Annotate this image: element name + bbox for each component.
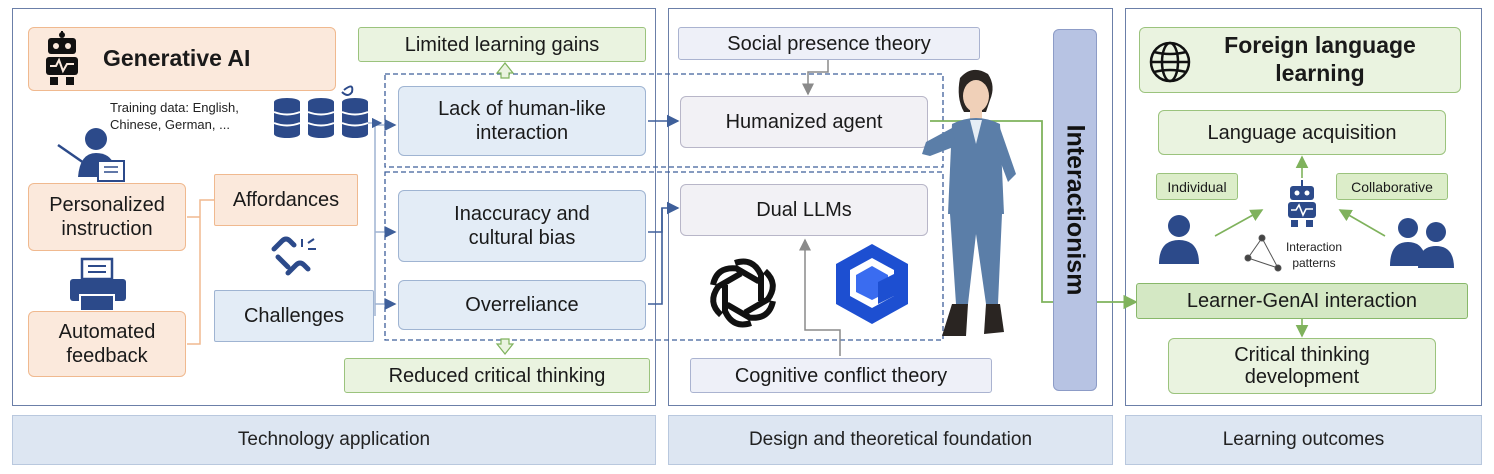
- individual-tag: Individual: [1156, 173, 1238, 200]
- lack-interaction-box: Lack of human-like interaction: [398, 86, 646, 156]
- printer-icon: [70, 257, 126, 312]
- affordances-box: Affordances: [214, 174, 358, 226]
- down-arrow-reduced: [495, 338, 515, 355]
- arrow-to-dual: [648, 201, 680, 233]
- avatar-agent: [922, 69, 1016, 336]
- learner-genai-interaction-box: Learner-GenAI interaction: [1136, 283, 1468, 319]
- language-acquisition-box: Language acquisition: [1158, 110, 1446, 155]
- dashed-frame-lower: [384, 171, 944, 341]
- footer-outcomes: Learning outcomes: [1125, 415, 1482, 465]
- inaccuracy-box: Inaccuracy and cultural bias: [398, 190, 646, 262]
- footer-technology: Technology application: [12, 415, 656, 465]
- automated-feedback: Automated feedback: [28, 311, 186, 377]
- broken-link-icon: [271, 236, 316, 276]
- robot-icon: [46, 31, 78, 85]
- individual-person-icon: [1159, 215, 1199, 264]
- arrow-cognitive: [799, 238, 841, 356]
- cognitive-conflict-theory: Cognitive conflict theory: [690, 358, 992, 393]
- interaction-patterns-label: Interaction patterns: [1285, 240, 1343, 270]
- affordance-bracket: [187, 199, 214, 345]
- dual-llms-box: Dual LLMs: [680, 184, 928, 236]
- critical-thinking-development-box: Critical thinking development: [1168, 338, 1436, 394]
- database-icon: [273, 85, 369, 138]
- foreign-language-learning-header: Foreign language learning: [1139, 27, 1461, 93]
- network-icon: [1244, 234, 1282, 272]
- humanized-agent-box: Humanized agent: [680, 96, 928, 148]
- challenges-box: Challenges: [214, 290, 374, 342]
- llm-cube-logo-icon: [836, 244, 908, 324]
- training-data-label: Training data: English, Chinese, German,…: [110, 100, 239, 132]
- footer-design: Design and theoretical foundation: [668, 415, 1113, 465]
- social-presence-theory: Social presence theory: [678, 27, 980, 60]
- personalized-instruction: Personalized instruction: [28, 183, 186, 251]
- interactionism-bar: Interactionism: [1053, 29, 1097, 391]
- teacher-icon: [57, 128, 125, 182]
- limited-learning-gains: Limited learning gains: [358, 27, 646, 62]
- generative-ai-header: Generative AI: [28, 27, 336, 91]
- openai-logo-icon: [710, 258, 776, 328]
- up-arrow-limited: [495, 62, 515, 79]
- interactionism-label: Interactionism: [1061, 124, 1090, 296]
- arrow-social: [802, 60, 829, 96]
- small-robot-icon: [1288, 180, 1316, 227]
- overreliance-box: Overreliance: [398, 280, 646, 330]
- collaborative-tag: Collaborative: [1336, 173, 1448, 200]
- reduced-critical-thinking: Reduced critical thinking: [344, 358, 650, 393]
- group-people-icon: [1390, 218, 1454, 268]
- globe-icon: [1149, 41, 1191, 83]
